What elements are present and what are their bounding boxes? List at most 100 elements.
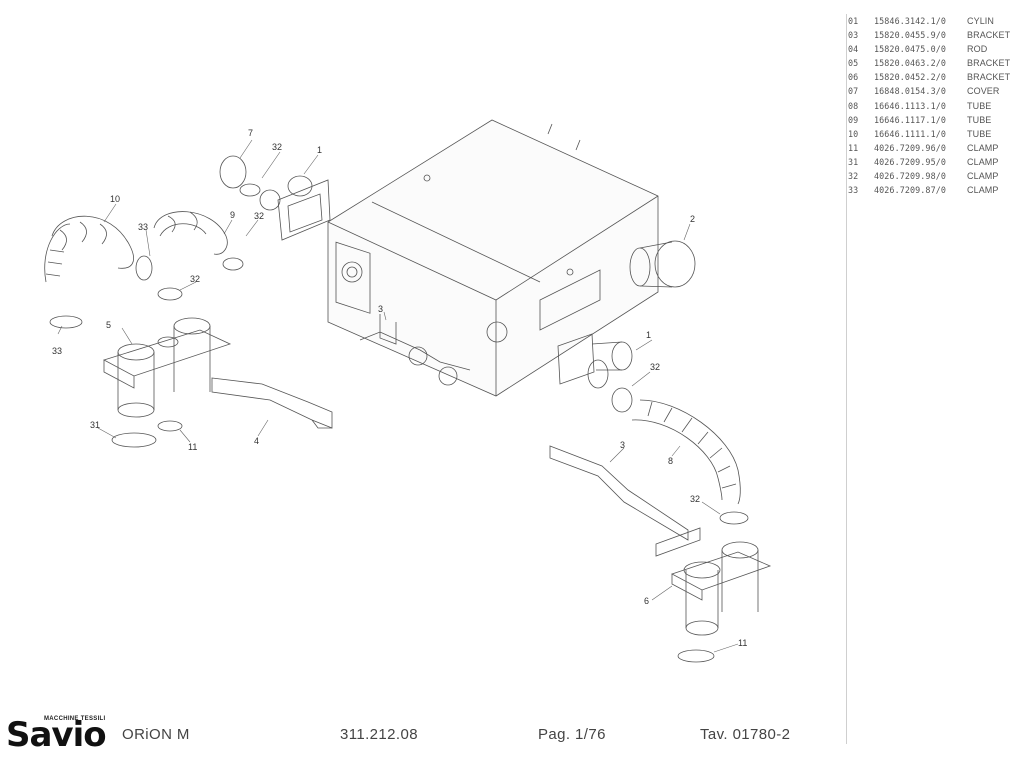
callout: 10 [110, 194, 120, 204]
parts-row: 06 15820.0452.2/0 BRACKET [848, 70, 1022, 84]
part-position: 10 [848, 128, 859, 139]
callout: 32 [650, 362, 660, 372]
part-position: 11 [848, 142, 859, 153]
parts-row: 10 16646.1111.1/0 TUBE [848, 127, 1022, 141]
callout: 7 [248, 128, 253, 138]
callout: 32 [272, 142, 282, 152]
brand-tagline: MACCHINE TESSILI [44, 716, 106, 722]
callout: 32 [190, 274, 200, 284]
part-position: 04 [848, 44, 859, 55]
part-5-bracket [102, 317, 232, 418]
part-position: 31 [848, 156, 859, 167]
part-position: 32 [848, 171, 859, 182]
parts-row: 03 15820.0455.9/0 BRACKET [848, 28, 1022, 42]
page-footer: MACCHINE TESSILI Savio ORiON M 311.212.0… [0, 712, 846, 752]
part-description: CLAMP [967, 185, 999, 196]
part-description: ROD [967, 44, 988, 55]
leader-lines [57, 139, 739, 653]
callout: 5 [106, 320, 111, 330]
callout: 33 [138, 222, 148, 232]
part-1-right [557, 333, 633, 389]
part-position: 03 [848, 30, 859, 41]
part-position: 05 [848, 58, 859, 69]
clamp-parts [49, 183, 749, 663]
part-code: 4026.7209.87/0 [874, 185, 946, 196]
callout-labels: 7 32 1 10 33 9 32 2 32 5 33 3 1 32 31 11… [52, 128, 747, 648]
callout: 3 [378, 304, 383, 314]
callout: 9 [230, 210, 235, 220]
part-code: 15820.0463.2/0 [874, 58, 946, 69]
part-description: CYLIN [967, 16, 995, 26]
parts-row: 09 16646.1117.1/0 TUBE [848, 113, 1022, 127]
parts-row: 11 4026.7209.96/0 CLAMP [848, 141, 1022, 155]
parts-row: 31 4026.7209.95/0 CLAMP [848, 155, 1022, 169]
parts-list: 01 15846.3142.1/0 CYLIN 03 15820.0455.9/… [848, 14, 1022, 197]
callout: 33 [52, 346, 62, 356]
callout: 6 [644, 596, 649, 606]
callout: 1 [646, 330, 651, 340]
part-code: 15820.0455.9/0 [874, 30, 946, 41]
parts-row: 32 4026.7209.98/0 CLAMP [848, 169, 1022, 183]
callout: 11 [188, 442, 197, 452]
part-position: 06 [848, 72, 859, 83]
callout: 8 [668, 456, 673, 466]
callout: 32 [254, 211, 264, 221]
part-code: 15820.0452.2/0 [874, 72, 946, 83]
callout: 2 [690, 214, 695, 224]
callout: 11 [738, 638, 747, 648]
part-4-bar [211, 377, 333, 429]
part-code: 16646.1111.1/0 [874, 128, 946, 139]
part-code: 4026.7209.95/0 [874, 156, 946, 167]
part-position: 08 [848, 100, 859, 111]
callout: 31 [90, 420, 100, 430]
parts-row: 07 16848.0154.3/0 COVER [848, 84, 1022, 98]
part-description: BRACKET [967, 58, 1011, 69]
model-name: ORiON M [122, 726, 190, 743]
part-code: 4026.7209.98/0 [874, 171, 946, 182]
table-divider [846, 14, 847, 744]
parts-row: 04 15820.0475.0/0 ROD [848, 42, 1022, 56]
part-8-hose [631, 399, 741, 505]
page-number: Pag. 1/76 [538, 726, 606, 743]
part-1-top [259, 175, 331, 241]
callout: 4 [254, 436, 259, 446]
parts-row: 08 16646.1113.1/0 TUBE [848, 99, 1022, 113]
part-code: 16646.1117.1/0 [874, 114, 946, 125]
part-2-cylinder [629, 240, 696, 288]
callout: 1 [317, 145, 322, 155]
part-description: COVER [967, 86, 1000, 97]
part-9-hose [153, 211, 228, 255]
main-housing [327, 119, 659, 397]
part-10-hose [44, 215, 134, 283]
part-description: CLAMP [967, 156, 999, 167]
part-position: 01 [848, 16, 859, 26]
brand-wordmark: Savio [6, 715, 107, 755]
part-6-bracket [670, 541, 772, 636]
part-position: 33 [848, 185, 859, 196]
part-description: BRACKET [967, 30, 1011, 41]
part-position: 07 [848, 86, 859, 97]
callout: 32 [690, 494, 700, 504]
part-description: CLAMP [967, 142, 999, 153]
part-code: 16646.1113.1/0 [874, 100, 946, 111]
parts-row: 01 15846.3142.1/0 CYLIN [848, 14, 1022, 28]
part-7-cover [219, 155, 247, 189]
table-reference: Tav. 01780-2 [700, 726, 791, 743]
parts-row: 33 4026.7209.87/0 CLAMP [848, 183, 1022, 197]
part-description: BRACKET [967, 72, 1011, 83]
part-code: 4026.7209.96/0 [874, 142, 946, 153]
drawing-code: 311.212.08 [340, 726, 418, 743]
part-description: TUBE [967, 128, 992, 139]
part-code: 15820.0475.0/0 [874, 44, 946, 55]
exploded-assembly-drawing: 7 32 1 10 33 9 32 2 32 5 33 3 1 32 31 11… [44, 119, 772, 663]
parts-row: 05 15820.0463.2/0 BRACKET [848, 56, 1022, 70]
part-code: 15846.3142.1/0 [874, 16, 946, 26]
part-code: 16848.0154.3/0 [874, 86, 946, 97]
part-description: TUBE [967, 114, 992, 125]
part-description: TUBE [967, 100, 992, 111]
part-description: CLAMP [967, 171, 999, 182]
part-3-bar [549, 445, 701, 557]
callout: 3 [620, 440, 625, 450]
part-position: 09 [848, 114, 859, 125]
